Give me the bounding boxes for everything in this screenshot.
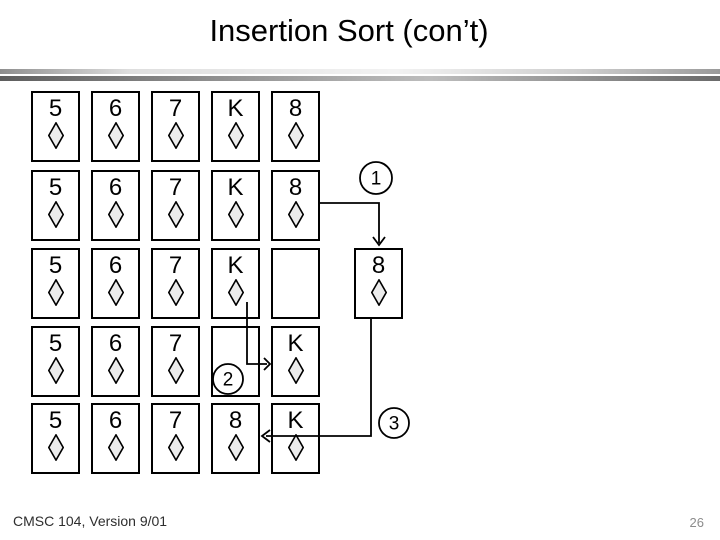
card-rank-label: 6 (108, 95, 123, 122)
card-5-row-2: 5 (31, 170, 80, 241)
diamond-icon (227, 201, 244, 228)
card-6-row-5: 6 (91, 403, 140, 474)
step-3-circle-icon (378, 407, 410, 439)
card-8-row-3: 8 (354, 248, 403, 319)
card-6-row-2: 6 (91, 170, 140, 241)
diamond-icon (47, 434, 64, 461)
card-rank-label: 6 (108, 330, 123, 357)
card-K-row-3: K (211, 248, 260, 319)
card-rank-label: 7 (168, 174, 183, 201)
card-empty-row-4 (211, 326, 260, 397)
card-7-row-2: 7 (151, 170, 200, 241)
diamond-icon (167, 201, 184, 228)
card-8-row-2: 8 (271, 170, 320, 241)
card-8-row-1: 8 (271, 91, 320, 162)
arrow-step-1-head-icon (372, 236, 386, 247)
diamond-icon (287, 434, 304, 461)
card-K-row-5: K (271, 403, 320, 474)
diamond-icon (227, 434, 244, 461)
diamond-icon (227, 122, 244, 149)
arrow-step-3-head-icon (260, 429, 271, 443)
card-rank-label: 7 (168, 407, 183, 434)
diamond-icon (107, 279, 124, 306)
card-rank-label: 7 (168, 95, 183, 122)
card-rank-label: K (287, 407, 304, 434)
diamond-icon (47, 357, 64, 384)
card-6-row-3: 6 (91, 248, 140, 319)
card-6-row-1: 6 (91, 91, 140, 162)
card-rank-label: 7 (168, 330, 183, 357)
card-5-row-1: 5 (31, 91, 80, 162)
card-7-row-3: 7 (151, 248, 200, 319)
diamond-icon (167, 357, 184, 384)
card-empty-row-3 (271, 248, 320, 319)
card-rank-label: 6 (108, 252, 123, 279)
diamond-icon (167, 279, 184, 306)
diamond-icon (47, 201, 64, 228)
card-rank-label: 5 (48, 407, 63, 434)
step-1-circle-icon (359, 161, 393, 195)
card-rank-label: 5 (48, 95, 63, 122)
step-3-badge: 3 (378, 407, 410, 439)
card-rank-label: 8 (288, 95, 303, 122)
card-rank-label: 5 (48, 330, 63, 357)
step-1-badge: 1 (359, 161, 393, 195)
arrow-step-2-head-icon (263, 357, 272, 371)
card-rank-label: 5 (48, 174, 63, 201)
card-rank-label: 8 (288, 174, 303, 201)
card-rank-label: K (227, 252, 244, 279)
diamond-icon (287, 122, 304, 149)
card-7-row-5: 7 (151, 403, 200, 474)
card-7-row-4: 7 (151, 326, 200, 397)
card-rank-label: K (227, 174, 244, 201)
card-rank-label: 6 (108, 407, 123, 434)
card-rank-label: K (287, 330, 304, 357)
card-7-row-1: 7 (151, 91, 200, 162)
diamond-icon (167, 434, 184, 461)
step-3-label: 3 (389, 414, 400, 435)
diamond-icon (107, 434, 124, 461)
diamond-icon (370, 279, 387, 306)
card-5-row-5: 5 (31, 403, 80, 474)
arrow-step-1-line (320, 202, 380, 243)
footer-course-label: CMSC 104, Version 9/01 (13, 513, 168, 529)
diamond-icon (287, 201, 304, 228)
page-number: 26 (689, 515, 704, 530)
card-K-row-1: K (211, 91, 260, 162)
card-rank-label: 8 (371, 252, 386, 279)
card-rank-label: 8 (228, 407, 243, 434)
card-5-row-3: 5 (31, 248, 80, 319)
diamond-icon (47, 122, 64, 149)
card-K-row-4: K (271, 326, 320, 397)
card-rank-label: 7 (168, 252, 183, 279)
title-separator-top (0, 69, 720, 74)
slide-title: Insertion Sort (con’t) (209, 13, 489, 48)
card-6-row-4: 6 (91, 326, 140, 397)
diamond-icon (107, 201, 124, 228)
card-rank-label: 5 (48, 252, 63, 279)
card-K-row-2: K (211, 170, 260, 241)
diamond-icon (107, 357, 124, 384)
card-rank-label: 6 (108, 174, 123, 201)
card-5-row-4: 5 (31, 326, 80, 397)
diamond-icon (167, 122, 184, 149)
diamond-icon (107, 122, 124, 149)
card-rank-label: K (227, 95, 244, 122)
diamond-icon (47, 279, 64, 306)
step-1-label: 1 (371, 169, 382, 190)
diamond-icon (227, 279, 244, 306)
diamond-icon (287, 357, 304, 384)
title-separator-bottom (0, 76, 720, 81)
card-8-row-5: 8 (211, 403, 260, 474)
